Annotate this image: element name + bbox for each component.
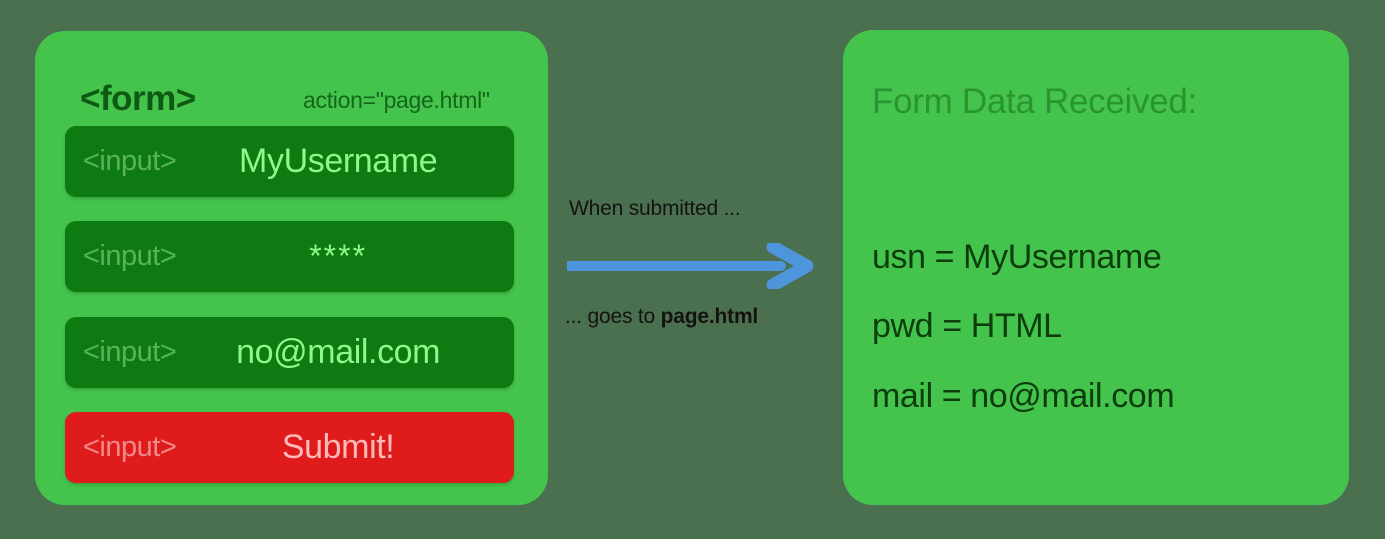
result-panel: Form Data Received: usn = MyUsername pwd…	[843, 30, 1349, 505]
form-action-attribute: action="page.html"	[303, 87, 490, 113]
input-row-submit[interactable]: <input> Submit!	[65, 412, 514, 483]
input-row-email[interactable]: <input> no@mail.com	[65, 317, 514, 388]
connector-label-bottom: ... goes to page.html	[565, 305, 758, 329]
connector-label-bottom-prefix: ... goes to	[565, 305, 661, 328]
connector-label-top: When submitted ...	[569, 197, 741, 220]
result-line-pwd: pwd = HTML	[872, 307, 1062, 345]
form-header: <form> action="page.html"	[35, 77, 548, 123]
result-line-mail: mail = no@mail.com	[872, 377, 1175, 415]
input-value-password[interactable]: ****	[309, 238, 368, 274]
form-panel: <form> action="page.html" <input> MyUser…	[35, 31, 548, 505]
connector-label-bottom-target: page.html	[660, 305, 759, 328]
result-panel-title: Form Data Received:	[872, 82, 1197, 121]
input-value-email[interactable]: no@mail.com	[236, 333, 441, 371]
input-value-username[interactable]: MyUsername	[239, 142, 438, 180]
input-tag-label: <input>	[83, 336, 177, 368]
arrow-right-icon	[567, 243, 814, 289]
flow-connector: When submitted ... ... goes to page.html	[555, 185, 835, 345]
input-row-username[interactable]: <input> MyUsername	[65, 126, 514, 197]
input-tag-label: <input>	[83, 431, 177, 463]
result-line-usn: usn = MyUsername	[872, 238, 1162, 276]
input-row-password[interactable]: <input> ****	[65, 221, 514, 292]
input-tag-label: <input>	[83, 240, 177, 272]
submit-button-label[interactable]: Submit!	[281, 428, 395, 466]
input-tag-label: <input>	[83, 145, 177, 177]
form-tag-label: <form>	[80, 79, 196, 118]
